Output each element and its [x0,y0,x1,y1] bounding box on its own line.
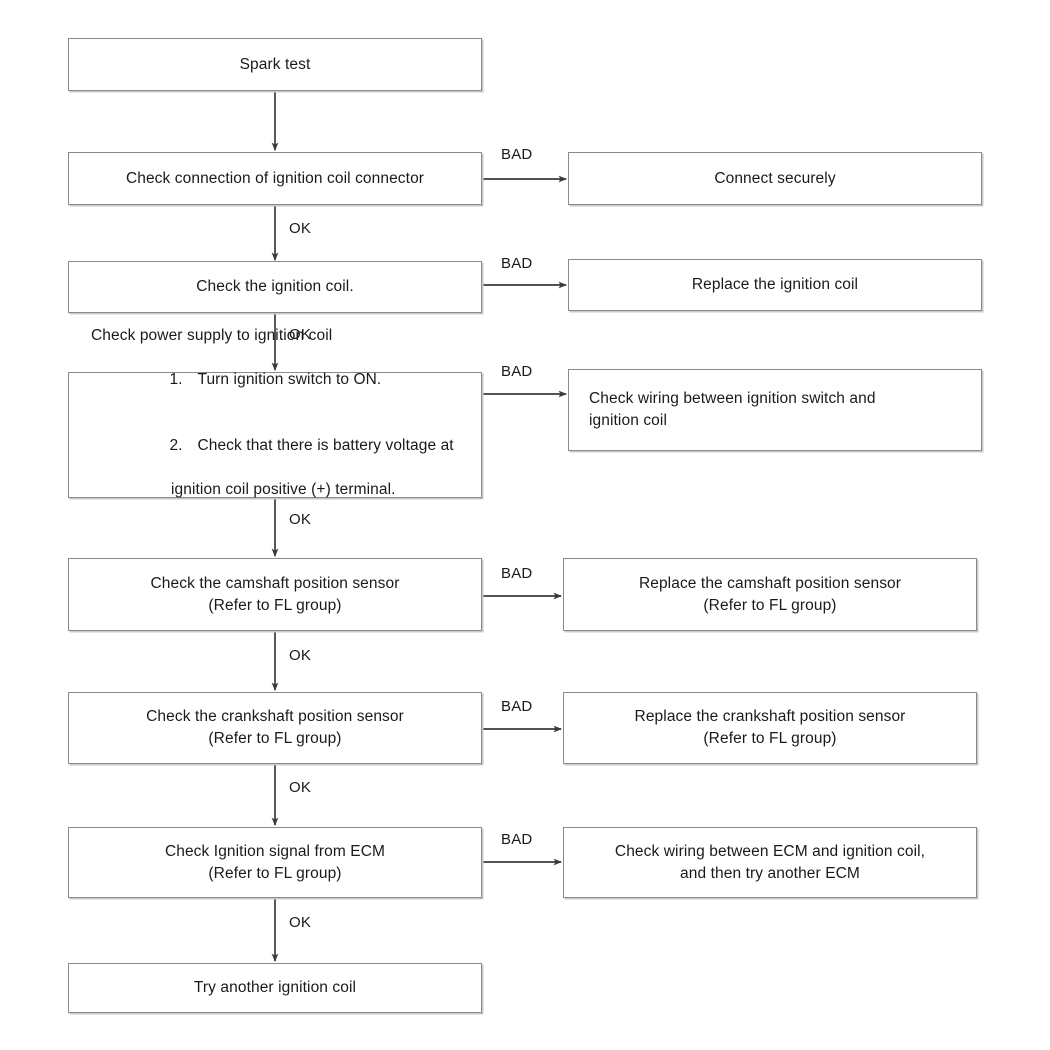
node-label: Check the ignition coil. [196,278,354,295]
node-replace-crankshaft-sensor[interactable]: Replace the crankshaft position sensor (… [563,692,977,764]
node-connect-securely[interactable]: Connect securely [568,152,982,205]
node-label-line-2: (Refer to FL group) [703,596,837,614]
edge-label-bad-6: BAD [501,831,533,848]
edge-label-ok-5: OK [289,779,312,796]
node-label-line-1: Check Ignition signal from ECM [164,842,386,860]
node-check-ignition-coil[interactable]: Check the ignition coil. [68,261,482,313]
node-label: Connect securely [714,169,836,187]
node-heading: Check power supply to ignition coil [91,327,333,344]
node-check-wiring-ignition-switch[interactable]: Check wiring between ignition switch and… [568,369,982,451]
node-check-power-supply[interactable]: Check power supply to ignition coil 1. Tu… [68,327,482,498]
node-label-line-2: (Refer to FL group) [208,864,342,882]
node-replace-camshaft-sensor[interactable]: Replace the camshaft position sensor (Re… [563,558,977,631]
node-spark-test[interactable]: Spark test [68,38,482,91]
node-label-line-1: Check wiring between ignition switch and [589,390,876,407]
node-step-1: 1. Turn ignition switch to ON. [115,347,381,413]
node-try-another-coil[interactable]: Try another ignition coil [68,963,482,1013]
edge-label-ok-6: OK [289,914,312,931]
node-label-line-1: Replace the camshaft position sensor [638,574,902,592]
edge-label-ok-4: OK [289,647,312,664]
step-number: 2. [169,437,183,454]
node-label: Try another ignition coil [193,979,357,996]
step-text: Check that there is battery voltage at [197,437,454,454]
edge-label-bad-1: BAD [501,146,533,163]
node-label-line-1: Check wiring between ECM and ignition co… [614,842,926,860]
node-label: Check connection of ignition coil connec… [125,169,425,187]
edge-label-ok-3: OK [289,511,312,528]
step-text: Turn ignition switch to ON. [197,371,382,388]
step-number: 1. [169,371,183,388]
node-check-wiring-ecm[interactable]: Check wiring between ECM and ignition co… [563,827,977,898]
node-check-camshaft-sensor[interactable]: Check the camshaft position sensor (Refe… [68,558,482,631]
node-label-line-2: (Refer to FL group) [208,730,342,747]
node-check-ecm-signal[interactable]: Check Ignition signal from ECM (Refer to… [68,827,482,898]
edge-label-bad-2: BAD [501,255,533,272]
edge-label-bad-4: BAD [501,565,533,582]
node-replace-ignition-coil[interactable]: Replace the ignition coil [568,259,982,311]
node-label-line-1: Check the camshaft position sensor [150,574,400,592]
edge-label-bad-5: BAD [501,698,533,715]
node-step-2: 2. Check that there is battery voltage at… [115,413,454,545]
node-label-line-2: ignition coil [589,412,667,429]
step-text-continued: ignition coil positive (+) terminal. [171,481,396,498]
edge-label-ok-2: OK [289,326,312,343]
edge-label-bad-3: BAD [501,363,533,380]
node-label-line-2: and then try another ECM [680,864,860,882]
edge-label-ok-1: OK [289,220,312,237]
node-label: Spark test [239,55,311,73]
node-check-connector[interactable]: Check connection of ignition coil connec… [68,152,482,205]
node-check-crankshaft-sensor[interactable]: Check the crankshaft position sensor (Re… [68,692,482,764]
node-label-line-2: (Refer to FL group) [703,730,837,747]
edge-group-branch [483,175,567,866]
node-label-line-2: (Refer to FL group) [208,596,342,614]
node-label-line-1: Check the crankshaft position sensor [146,708,404,725]
node-label: Replace the ignition coil [691,276,859,293]
node-label-line-1: Replace the crankshaft position sensor [634,708,906,725]
